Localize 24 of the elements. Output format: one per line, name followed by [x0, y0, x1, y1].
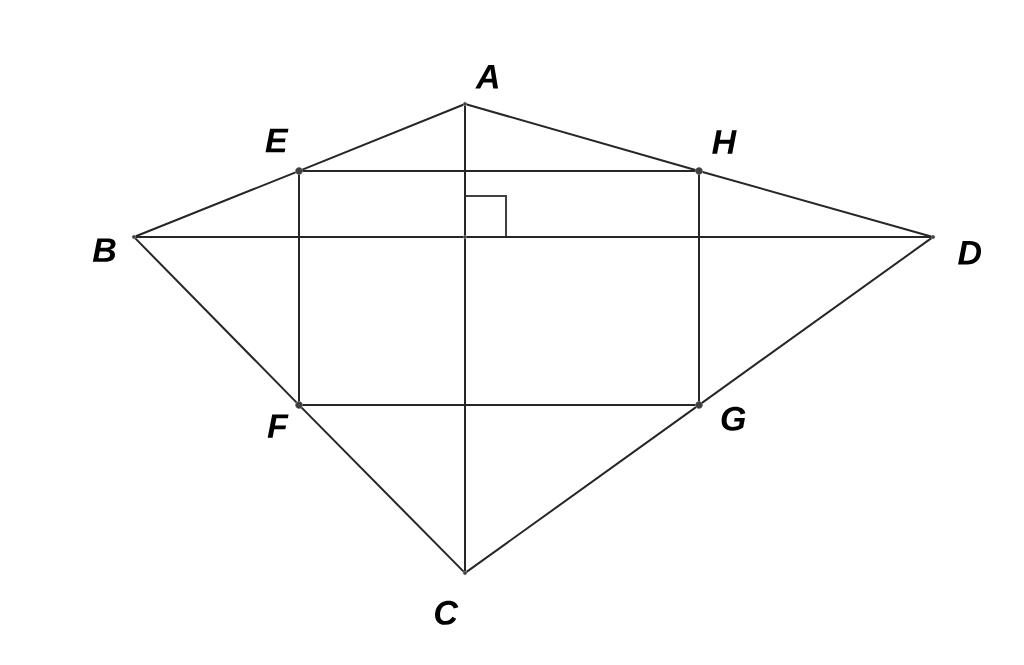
line-segment — [301, 103, 465, 171]
point-label: G — [695, 401, 746, 431]
line-segment — [464, 237, 466, 573]
line-segment — [134, 237, 298, 404]
line-segment — [701, 171, 933, 238]
line-segment — [698, 173, 700, 403]
line-segment — [465, 236, 933, 238]
point-label: E — [265, 128, 303, 175]
line-segment — [464, 104, 466, 237]
line-segment — [465, 406, 697, 573]
line-segment — [301, 170, 697, 172]
point-label: D — [931, 235, 982, 265]
point-label: H — [695, 130, 737, 175]
point-label: F — [267, 401, 303, 438]
point-label: A — [463, 65, 499, 106]
line-segment — [300, 406, 465, 573]
line-segment — [134, 171, 297, 238]
point-label: C — [435, 571, 467, 625]
line-segment — [465, 103, 697, 171]
line-segment — [298, 173, 300, 403]
line-segment — [701, 237, 933, 404]
line-segment — [134, 236, 465, 238]
point-label: B — [92, 235, 136, 262]
line-segment — [301, 404, 697, 406]
